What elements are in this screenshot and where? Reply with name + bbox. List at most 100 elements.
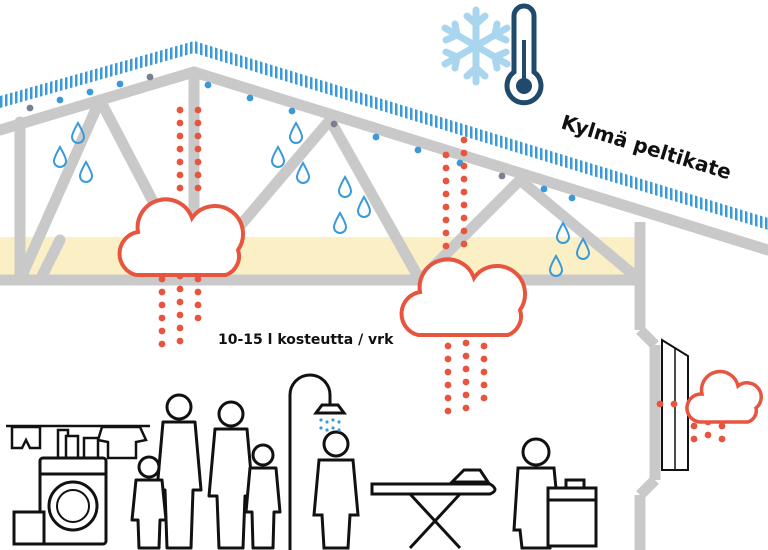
water-drop-icon [333, 212, 347, 234]
moisture-dot [176, 132, 184, 140]
moisture-dot [176, 158, 184, 166]
moisture-dot [442, 190, 450, 198]
washing-machine-icon [12, 456, 108, 546]
moisture-dot [460, 149, 468, 157]
moisture-dot [176, 106, 184, 114]
moisture-dot [480, 368, 488, 376]
moisture-dot [656, 400, 664, 408]
moisture-dot [690, 422, 698, 430]
moisture-dot [158, 275, 166, 283]
moisture-dot [444, 394, 452, 402]
moisture-dot [704, 431, 712, 439]
moisture-dot [288, 107, 296, 115]
moisture-dot [690, 435, 698, 443]
moisture-dot [442, 164, 450, 172]
moisture-dot [246, 94, 254, 102]
moisture-dot [194, 106, 202, 114]
moisture-dot [568, 194, 576, 202]
moisture-dot [444, 368, 452, 376]
cloud-icon [117, 197, 246, 277]
moisture-dot [176, 145, 184, 153]
moisture-dot [194, 119, 202, 127]
moisture-dot [204, 81, 212, 89]
moisture-dot [460, 240, 468, 248]
moisture-dot [330, 120, 338, 128]
water-spray [319, 418, 341, 432]
moisture-dot [194, 171, 202, 179]
moisture-dot [462, 391, 470, 399]
moisture-dot [194, 158, 202, 166]
moisture-dot [414, 146, 422, 154]
moisture-dot [194, 275, 202, 283]
water-drop-icon [338, 176, 352, 198]
moisture-dot [480, 381, 488, 389]
water-drop-icon [357, 196, 371, 218]
moisture-dot [442, 177, 450, 185]
cooking-person-icon [512, 437, 598, 550]
family-icon [130, 393, 282, 550]
moisture-dot [444, 407, 452, 415]
moisture-dot [176, 171, 184, 179]
moisture-dot [460, 227, 468, 235]
moisture-dot [194, 145, 202, 153]
moisture-dot [176, 298, 184, 306]
moisture-dot [194, 301, 202, 309]
moisture-dot [194, 314, 202, 322]
moisture-dot [718, 422, 726, 430]
moisture-dot [462, 378, 470, 386]
moisture-dot [158, 327, 166, 335]
moisture-dot [540, 185, 548, 193]
ironing-board-icon [370, 468, 497, 550]
moisture-dot [460, 201, 468, 209]
moisture-dot [194, 288, 202, 296]
cloud-icon [685, 369, 763, 424]
moisture-dot [460, 175, 468, 183]
moisture-dot [442, 203, 450, 211]
moisture-dot [442, 229, 450, 237]
thermometer-icon [504, 3, 544, 106]
moisture-dot [26, 104, 34, 112]
moisture-dot [442, 216, 450, 224]
moisture-dot [146, 73, 154, 81]
moisture-dot [56, 96, 64, 104]
moisture-dot [670, 400, 678, 408]
moisture-dot [444, 381, 452, 389]
water-drop-icon [53, 146, 67, 168]
moisture-dot [176, 337, 184, 345]
moisture-dot [442, 151, 450, 159]
moisture-amount-label: 10-15 l kosteutta / vrk [218, 332, 394, 348]
shower-icon [288, 373, 360, 550]
moisture-dot [460, 188, 468, 196]
moisture-dot [460, 136, 468, 144]
moisture-dot [444, 342, 452, 350]
moisture-dot [498, 172, 506, 180]
moisture-dot [718, 435, 726, 443]
moisture-dot [176, 324, 184, 332]
moisture-dot [480, 355, 488, 363]
laundry-icon [6, 424, 150, 460]
moisture-dot [158, 340, 166, 348]
moisture-dot [158, 288, 166, 296]
insulation-layer [0, 237, 640, 277]
moisture-dot [372, 133, 380, 141]
moisture-dot [462, 365, 470, 373]
moisture-dot [176, 285, 184, 293]
moisture-dot [194, 132, 202, 140]
moisture-dot [86, 88, 94, 96]
moisture-dot [194, 184, 202, 192]
moisture-dot [176, 119, 184, 127]
water-drop-icon [271, 146, 285, 168]
snowflake-icon [441, 6, 511, 86]
house-wall [634, 222, 661, 550]
moisture-dot [176, 184, 184, 192]
water-drop-icon [296, 162, 310, 184]
moisture-dot [462, 404, 470, 412]
moisture-dot [462, 352, 470, 360]
moisture-dot [460, 162, 468, 170]
moisture-dot [462, 339, 470, 347]
moisture-dot [480, 394, 488, 402]
water-drop-icon [79, 161, 93, 183]
condensation-dots [26, 73, 576, 202]
moisture-dot [442, 242, 450, 250]
